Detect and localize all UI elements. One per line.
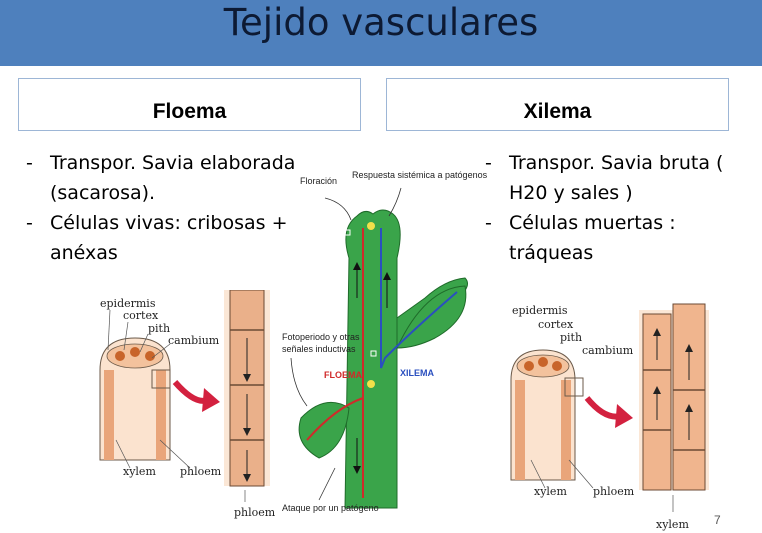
floracion-label: Floración [300, 176, 338, 186]
xilema-heading: Xilema [523, 100, 592, 123]
plant-vascular-diagram [290, 187, 468, 509]
phloem-diagram-epidermis-label: epidermis [100, 297, 156, 310]
floema-heading: Floema [152, 100, 227, 123]
floema-bullet: -Transpor. Savia elaborada (sacarosa). [26, 152, 296, 204]
xilema-diagram-label: XILEMA [400, 368, 435, 378]
xilema-bullet-list: -Transpor. Savia bruta ( H20 y sales ) -… [485, 148, 755, 268]
xylem-stem-diagram [510, 303, 709, 512]
phloem-diagram-cortex-label: cortex [123, 309, 159, 322]
phloem-diagram-phloem-bottom-label: phloem [234, 506, 276, 519]
phloem-diagram-pith-label: pith [148, 322, 171, 335]
xylem-diagram-phloem-label: phloem [593, 485, 635, 498]
phloem-diagram-phloem-label: phloem [180, 465, 222, 478]
xilema-heading-box: Xilema [386, 78, 729, 131]
respuesta-sistemica-label: Respuesta sistémica a patógenos [352, 170, 488, 180]
xylem-diagram-xylem-label: xylem [534, 485, 567, 498]
xilema-bullet: -Transpor. Savia bruta ( H20 y sales ) [485, 152, 724, 204]
title-bar [0, 0, 762, 66]
slide-title: Tejido vasculares [223, 1, 539, 44]
phloem-diagram-xylem-label: xylem [123, 465, 156, 478]
xilema-bullet: -Células muertas : tráqueas [485, 212, 676, 264]
xylem-diagram-cambium-label: cambium [582, 344, 634, 357]
xylem-diagram-epidermis-label: epidermis [512, 304, 568, 317]
floema-bullet-list: -Transpor. Savia elaborada (sacarosa). -… [26, 148, 296, 268]
fotoperiodo-label-line2: señales inductivas [282, 344, 356, 354]
floema-heading-box: Floema [18, 78, 361, 131]
phloem-stem-diagram [99, 290, 270, 502]
xylem-diagram-xylem-bottom-label: xylem [656, 518, 689, 531]
fotoperiodo-label-line1: Fotoperiodo y otras [282, 332, 360, 342]
phloem-diagram-cambium-label: cambium [168, 334, 220, 347]
page-number: 7 [714, 513, 721, 527]
ataque-patogeno-label: Ataque por un patógeno [282, 503, 379, 513]
floema-bullet: - Células vivas: cribosas + anéxas [26, 212, 288, 264]
xylem-diagram-pith-label: pith [560, 331, 583, 344]
xylem-diagram-cortex-label: cortex [538, 318, 574, 331]
floema-diagram-label: FLOEMA [324, 370, 362, 380]
